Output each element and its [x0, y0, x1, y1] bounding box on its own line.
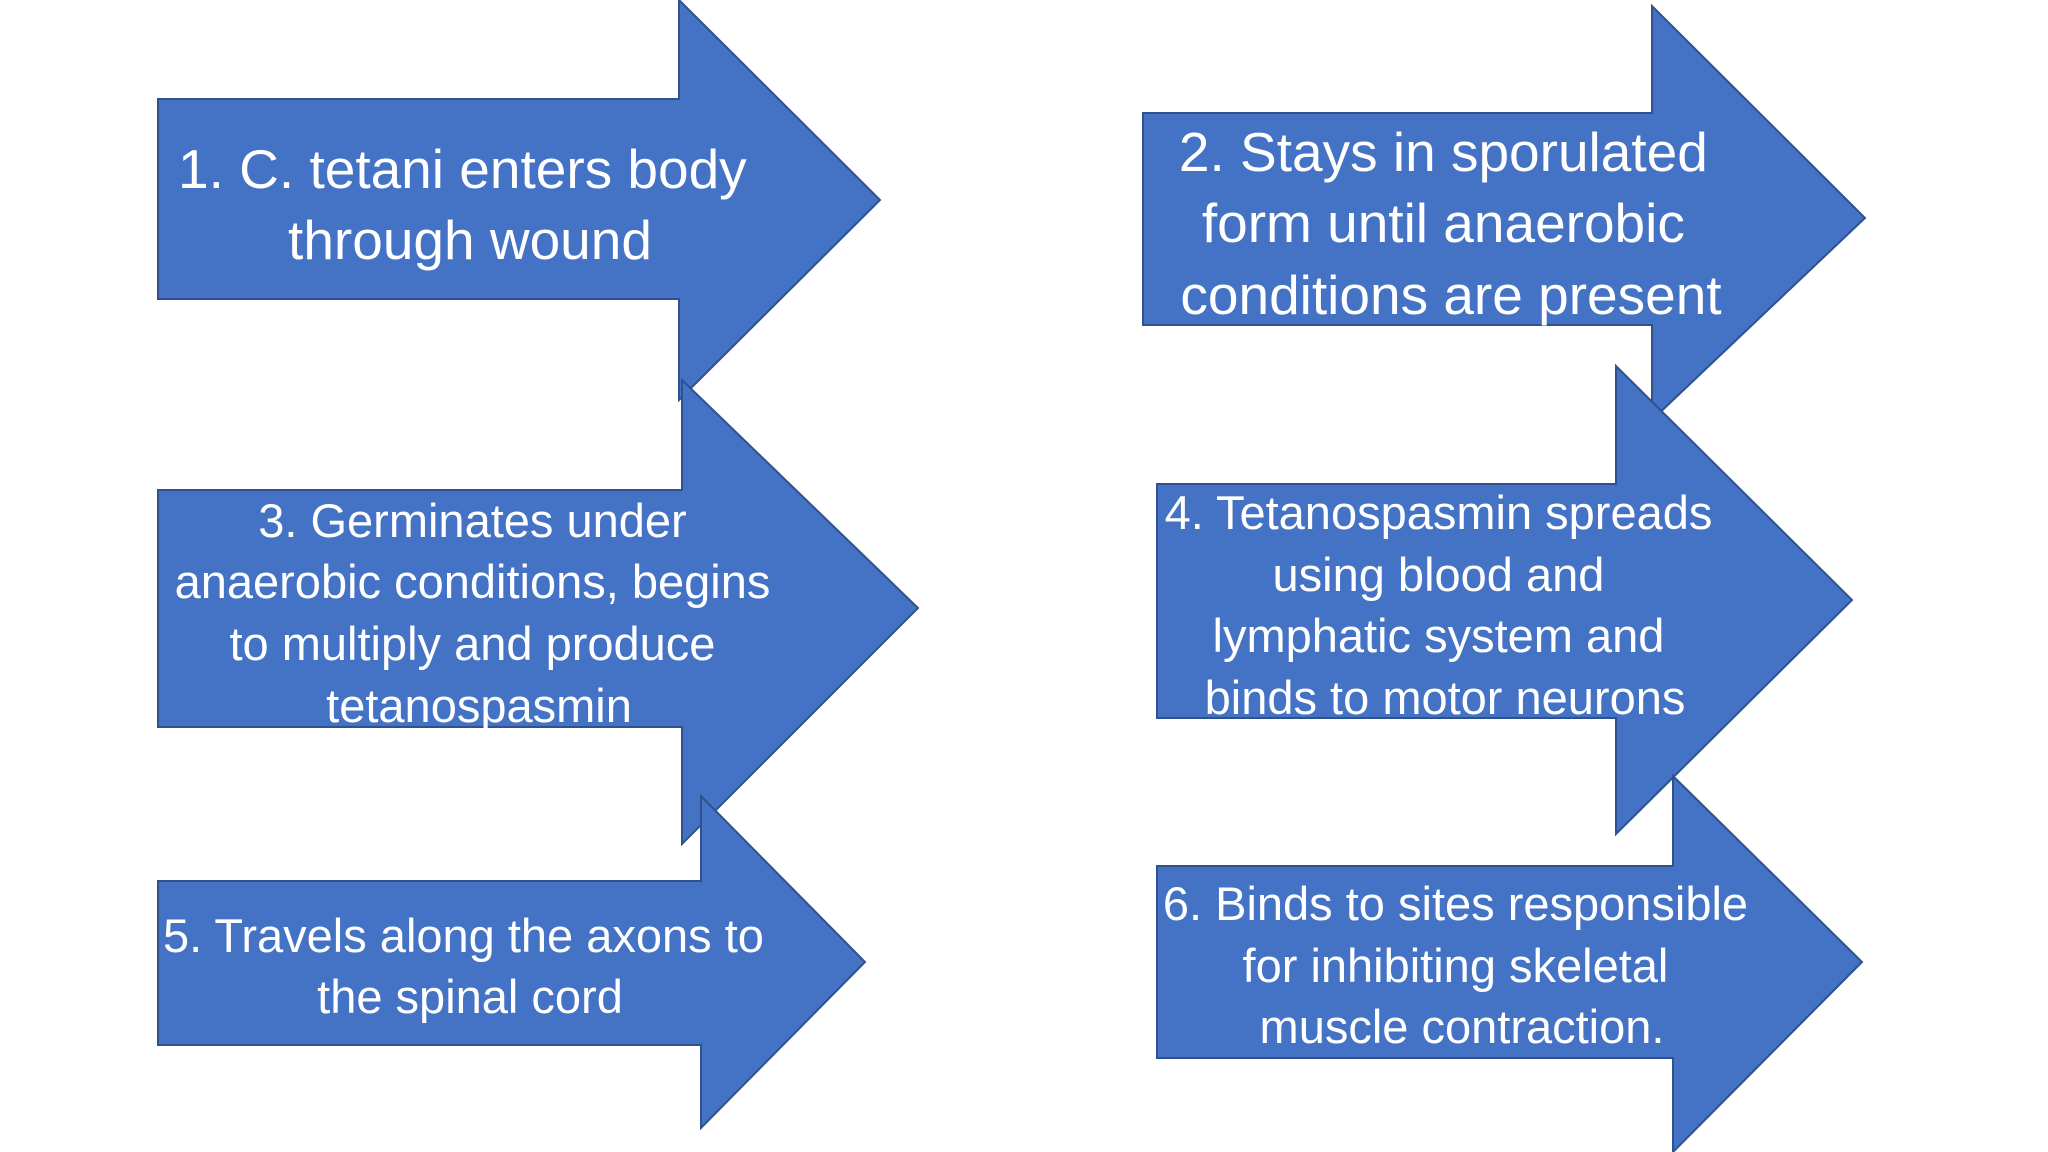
step-3-arrow: 3. Germinates under anaerobic conditions… — [157, 377, 920, 847]
step-4-line-2: using blood and — [1273, 548, 1605, 601]
step-6-arrow: 6. Binds to sites responsible for inhibi… — [1156, 773, 1864, 1152]
step-5-line-2: the spinal cord — [317, 970, 623, 1023]
step-6-arrow-shape — [1156, 773, 1864, 1152]
step-1-arrow-shape — [157, 0, 882, 403]
step-6-line-1: 6. Binds to sites responsible — [1163, 877, 1748, 930]
step-2-arrow: 2. Stays in sporulated form until anaero… — [1142, 3, 1867, 423]
step-3-line-1: 3. Germinates under — [258, 494, 686, 547]
step-4-line-3: lymphatic system and — [1213, 609, 1665, 662]
step-6-line-2: for inhibiting skeletal — [1243, 939, 1669, 992]
step-5-text: 5. Travels along the axons to the spinal… — [163, 909, 777, 1023]
step-3-line-3: to multiply and produce — [229, 617, 715, 670]
step-4-line-1: 4. Tetanospasmin spreads — [1165, 486, 1713, 539]
step-1-line-2: through wound — [288, 209, 652, 271]
step-2-line-1: 2. Stays in sporulated — [1179, 121, 1708, 183]
step-6-text: 6. Binds to sites responsible for inhibi… — [1163, 877, 1761, 1053]
step-6-line-3: muscle contraction. — [1260, 1000, 1665, 1053]
step-2-line-2: form until anaerobic — [1202, 192, 1685, 254]
step-1-arrow: 1. C. tetani enters body through wound — [157, 0, 882, 403]
step-5-arrow: 5. Travels along the axons to the spinal… — [157, 793, 867, 1131]
step-2-text: 2. Stays in sporulated form until anaero… — [1179, 121, 1723, 326]
step-4-line-4: binds to motor neurons — [1205, 671, 1686, 724]
step-3-line-4: tetanospasmin — [326, 679, 632, 732]
step-1-line-1: 1. C. tetani enters body — [178, 138, 747, 200]
step-2-arrow-shape — [1142, 3, 1867, 423]
step-3-arrow-shape — [157, 377, 920, 847]
step-4-arrow-shape — [1156, 363, 1854, 837]
step-4-text: 4. Tetanospasmin spreads using blood and… — [1165, 486, 1726, 724]
step-3-line-2: anaerobic conditions, begins — [175, 555, 771, 608]
step-4-arrow: 4. Tetanospasmin spreads using blood and… — [1156, 363, 1854, 837]
step-1-text: 1. C. tetani enters body through wound — [178, 138, 762, 271]
step-2-line-3: conditions are present — [1180, 264, 1721, 326]
step-5-line-1: 5. Travels along the axons to — [163, 909, 764, 962]
step-3-text: 3. Germinates under anaerobic conditions… — [175, 494, 784, 732]
step-5-arrow-shape — [157, 793, 867, 1131]
